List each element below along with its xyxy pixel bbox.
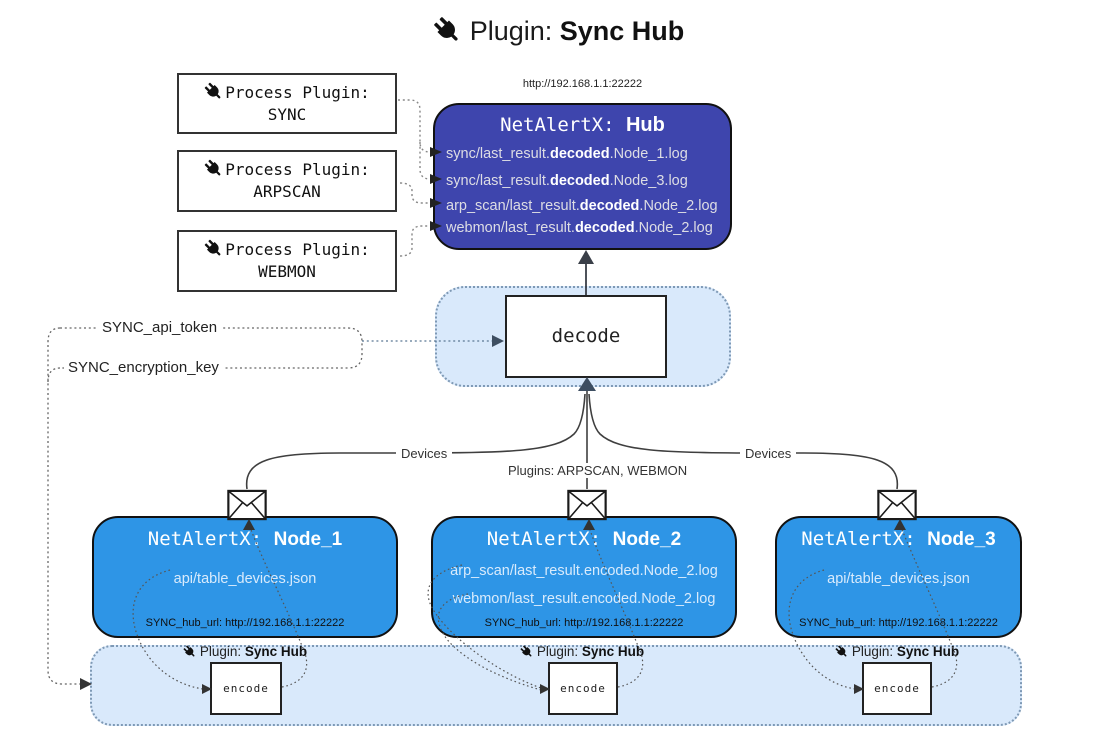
process-plugin-label-row: Process Plugin: — [179, 239, 395, 259]
process-plugin-label: Process Plugin: — [225, 160, 370, 179]
node-hub-url: SYNC_hub_url: http://192.168.1.1:22222 — [145, 617, 345, 629]
node-title: NetAlertX: Node_3 — [777, 528, 1020, 551]
process-plugin-label: Process Plugin: — [225, 240, 370, 259]
node-title-prefix: NetAlertX: — [801, 528, 928, 550]
plugin-to-hub-links — [398, 99, 431, 257]
node-title-prefix: NetAlertX: — [147, 528, 274, 550]
envelope-icon — [227, 489, 267, 521]
process-plugin-name: ARPSCAN — [253, 182, 321, 201]
process-plugin-name: WEBMON — [258, 262, 316, 281]
encode-box-1: encode — [210, 662, 282, 715]
process-plugin-box-webmon: Process Plugin: WEBMON — [177, 230, 397, 292]
plug-icon — [520, 645, 534, 659]
hub-url-label: http://192.168.1.1:22222 — [522, 78, 643, 90]
encoder-label-prefix: Plugin: — [199, 644, 245, 659]
plug-icon — [204, 82, 224, 102]
encoder-label-2: Plugin: Sync Hub — [502, 644, 662, 659]
encoder-label-prefix: Plugin: — [536, 644, 582, 659]
devices-label-left: Devices — [396, 446, 453, 461]
node-file: arp_scan/last_result.encoded.Node_2.log — [450, 563, 718, 579]
decode-box: decode — [505, 295, 667, 378]
decode-to-hub-arrowhead — [578, 250, 594, 264]
node-box-3: NetAlertX: Node_3 api/table_devices.json… — [775, 516, 1022, 638]
log-pre: webmon/last_result. — [446, 220, 575, 236]
plug-icon — [204, 239, 224, 259]
log-bold: decoded — [579, 198, 640, 214]
hub-box: NetAlertX: Hub sync/last_result.decoded.… — [433, 103, 732, 250]
node-title-name: Node_2 — [612, 529, 682, 550]
log-post: .Node_2.log — [639, 198, 718, 214]
plug-icon — [835, 645, 849, 659]
node-title-name: Node_1 — [273, 529, 343, 550]
node-file: api/table_devices.json — [173, 571, 317, 587]
hub-title: NetAlertX: Hub — [435, 114, 730, 137]
plug-icon — [433, 16, 463, 46]
log-pre: sync/last_result. — [446, 146, 550, 162]
envelope-icon — [877, 489, 917, 521]
sync-api-token-label: SYNC_api_token — [98, 319, 222, 336]
plug-icon — [204, 159, 224, 179]
hub-log-line: sync/last_result.decoded.Node_3.log — [446, 173, 728, 189]
plugins-label-mid: Plugins: ARPSCAN, WEBMON — [503, 463, 687, 478]
log-post: .Node_2.log — [634, 220, 713, 236]
encoder-label-name: Sync Hub — [896, 644, 960, 659]
title-prefix: Plugin: — [469, 16, 560, 46]
node-file: api/table_devices.json — [827, 571, 970, 587]
node-hub-url: SYNC_hub_url: http://192.168.1.1:22222 — [799, 617, 998, 629]
node-box-2: NetAlertX: Node_2 arp_scan/last_result.e… — [431, 516, 737, 638]
node-title: NetAlertX: Node_2 — [433, 528, 735, 551]
encode-box-2: encode — [548, 662, 618, 715]
encode-box-3: encode — [862, 662, 932, 715]
hub-log-line: webmon/last_result.decoded.Node_2.log — [446, 220, 728, 236]
encoder-label-name: Sync Hub — [244, 644, 308, 659]
devices-label-right: Devices — [740, 446, 797, 461]
hub-title-name: Hub — [625, 114, 665, 136]
log-post: .Node_1.log — [609, 146, 688, 162]
process-plugin-box-arpscan: Process Plugin: ARPSCAN — [177, 150, 397, 212]
node-file: webmon/last_result.encoded.Node_2.log — [452, 591, 716, 607]
encoder-label-1: Plugin: Sync Hub — [165, 644, 325, 659]
sync-encryption-key-label: SYNC_encryption_key — [64, 359, 223, 376]
node-title-prefix: NetAlertX: — [486, 528, 613, 550]
encoder-label-3: Plugin: Sync Hub — [817, 644, 977, 659]
process-plugin-box-sync: Process Plugin: SYNC — [177, 73, 397, 134]
process-plugin-label: Process Plugin: — [225, 83, 370, 102]
node-title-name: Node_3 — [927, 529, 996, 550]
process-plugin-label-row: Process Plugin: — [179, 82, 395, 102]
log-bold: decoded — [574, 220, 635, 236]
hub-log-line: sync/last_result.decoded.Node_1.log — [446, 146, 728, 162]
encoder-label-prefix: Plugin: — [851, 644, 897, 659]
node-title: NetAlertX: Node_1 — [94, 528, 396, 551]
node-box-1: NetAlertX: Node_1 api/table_devices.json… — [92, 516, 398, 638]
log-pre: sync/last_result. — [446, 173, 550, 189]
process-plugin-label-row: Process Plugin: — [179, 159, 395, 179]
hub-title-prefix: NetAlertX: — [500, 114, 626, 136]
log-pre: arp_scan/last_result. — [446, 198, 580, 214]
process-plugin-name: SYNC — [267, 105, 307, 124]
log-bold: decoded — [549, 173, 610, 189]
title-name: Sync Hub — [559, 16, 685, 46]
log-bold: decoded — [549, 146, 610, 162]
node-hub-url: SYNC_hub_url: http://192.168.1.1:22222 — [484, 617, 684, 629]
envelope-icon — [567, 489, 607, 521]
plug-icon — [183, 645, 197, 659]
page-title: Plugin: Sync Hub — [0, 16, 1117, 47]
log-post: .Node_3.log — [609, 173, 688, 189]
encoder-label-name: Sync Hub — [581, 644, 645, 659]
hub-log-line: arp_scan/last_result.decoded.Node_2.log — [446, 198, 728, 214]
